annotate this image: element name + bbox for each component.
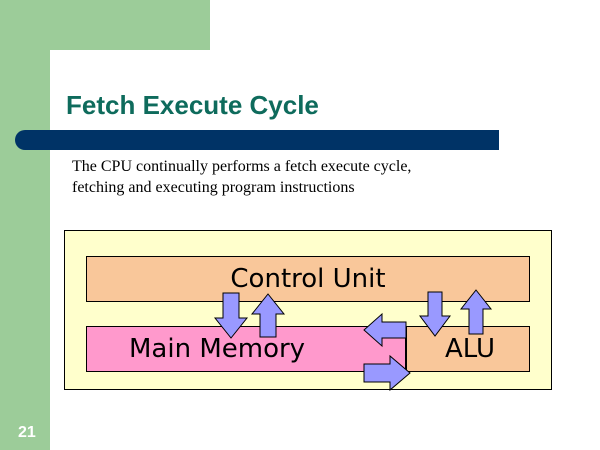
arrow-left-icon (363, 312, 407, 348)
title-underline-bar (15, 130, 499, 150)
arrow-down-icon (213, 292, 249, 339)
page-number: 21 (18, 424, 36, 441)
control-unit-block: Control Unit (86, 256, 530, 302)
slide-body-text: The CPU continually performs a fetch exe… (72, 156, 542, 198)
top-decoration (0, 0, 210, 50)
alu-block: ALU (406, 326, 530, 372)
arrow-up-icon (459, 289, 493, 335)
arrow-up-icon (250, 293, 286, 338)
slide-title: Fetch Execute Cycle (66, 90, 319, 120)
body-line-2: fetching and executing program instructi… (72, 179, 355, 196)
arrow-right-icon (363, 354, 411, 392)
arrow-down-icon (419, 291, 451, 337)
body-line-1: The CPU continually performs a fetch exe… (72, 158, 412, 175)
main-memory-block: Main Memory (86, 326, 406, 372)
side-decoration (0, 0, 50, 450)
